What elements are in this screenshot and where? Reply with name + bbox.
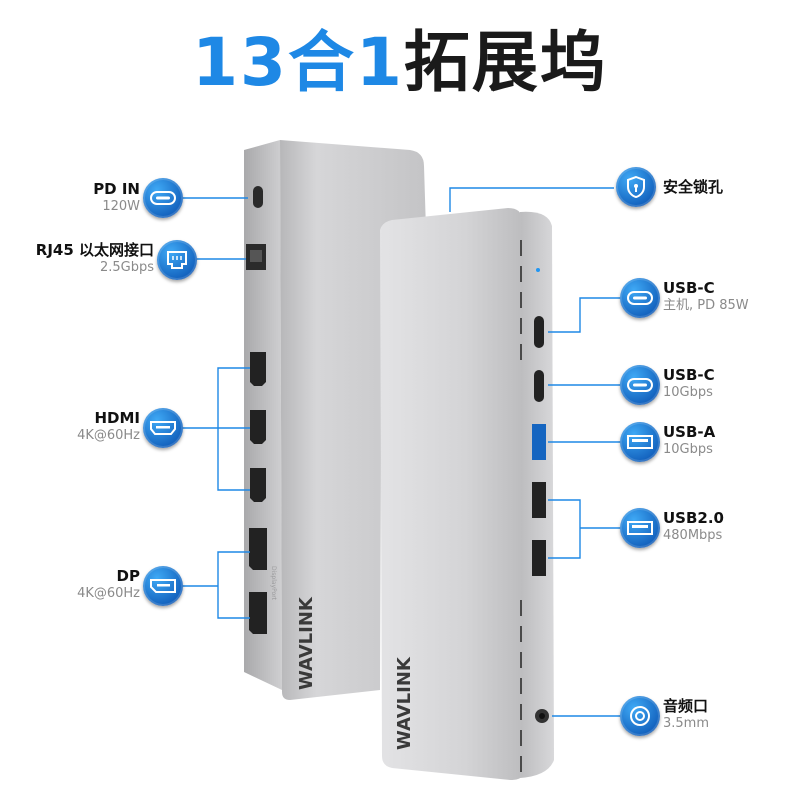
displayport-port-icon	[143, 566, 183, 606]
hdmi-spec: 4K@60Hz	[77, 428, 140, 443]
page-title: 13合1拓展坞	[0, 18, 800, 108]
brand-logo-back: WAVLINK	[296, 596, 317, 690]
audio-spec: 3.5mm	[663, 716, 710, 731]
usb2-port-2	[532, 540, 546, 576]
usb2-spec: 480Mbps	[663, 528, 723, 543]
status-led	[536, 268, 540, 272]
rj45-title: RJ45 以太网接口	[35, 241, 154, 259]
pd-in-label: PD IN 120W	[30, 180, 140, 216]
usb-c-host-port	[534, 316, 544, 348]
brand-logo-front: WAVLINK	[394, 656, 415, 750]
pd-in-title: PD IN	[93, 180, 140, 198]
usb-c-10g-title: USB-C	[663, 366, 715, 384]
usb-c-10g-spec: 10Gbps	[663, 385, 713, 400]
usb2-label: USB2.0 480Mbps	[663, 509, 793, 545]
usb-c-10g-label: USB-C 10Gbps	[663, 366, 793, 402]
usb2-title: USB2.0	[663, 509, 724, 527]
hdmi-label: HDMI 4K@60Hz	[30, 409, 140, 445]
dp-ports	[249, 528, 267, 634]
usb-a-10g-label: USB-A 10Gbps	[663, 423, 793, 459]
security-lock-icon	[616, 167, 656, 207]
dp-spec: 4K@60Hz	[77, 586, 140, 601]
audio-jack-icon	[620, 696, 660, 736]
usb-c-host-label: USB-C 主机, PD 85W	[663, 279, 798, 315]
audio-label: 音频口 3.5mm	[663, 697, 793, 733]
usb-c-port-icon	[620, 278, 660, 318]
hdmi-ports	[250, 352, 266, 502]
hdmi-title: HDMI	[94, 409, 140, 427]
usb-c-host-title: USB-C	[663, 279, 715, 297]
pd-in-spec: 120W	[102, 199, 140, 214]
usb-a-10g-spec: 10Gbps	[663, 442, 713, 457]
usb2-port-1	[532, 482, 546, 518]
title-number: 13合1	[192, 24, 404, 101]
front-unit-face	[380, 208, 522, 780]
usb-a-port-icon	[620, 422, 660, 462]
back-unit-top	[280, 140, 426, 700]
usb-a-port-icon	[620, 508, 660, 548]
lock-slot-label: 安全锁孔	[663, 178, 793, 196]
pd-in-port	[253, 186, 263, 208]
usb-c-port-icon	[620, 365, 660, 405]
hdmi-port-icon	[143, 408, 183, 448]
dp-label: DP 4K@60Hz	[30, 567, 140, 603]
dp-title: DP	[116, 567, 140, 585]
usb-c-port-icon	[143, 178, 183, 218]
audio-title: 音频口	[663, 697, 709, 715]
svg-text:DisplayPort: DisplayPort	[270, 566, 277, 601]
usb-c-host-spec: 主机, PD 85W	[663, 298, 749, 313]
usb-a-10g-port	[532, 424, 546, 460]
title-text: 拓展坞	[403, 24, 608, 101]
callout-lines-left	[182, 197, 250, 619]
ethernet-port-icon	[157, 240, 197, 280]
callout-lines-right	[449, 187, 620, 717]
usb-a-10g-title: USB-A	[663, 423, 716, 441]
rj45-spec: 2.5Gbps	[99, 260, 154, 275]
lock-slot-title: 安全锁孔	[663, 178, 724, 196]
rj45-label: RJ45 以太网接口 2.5Gbps	[4, 241, 154, 277]
usb-c-10g-port	[534, 370, 544, 402]
